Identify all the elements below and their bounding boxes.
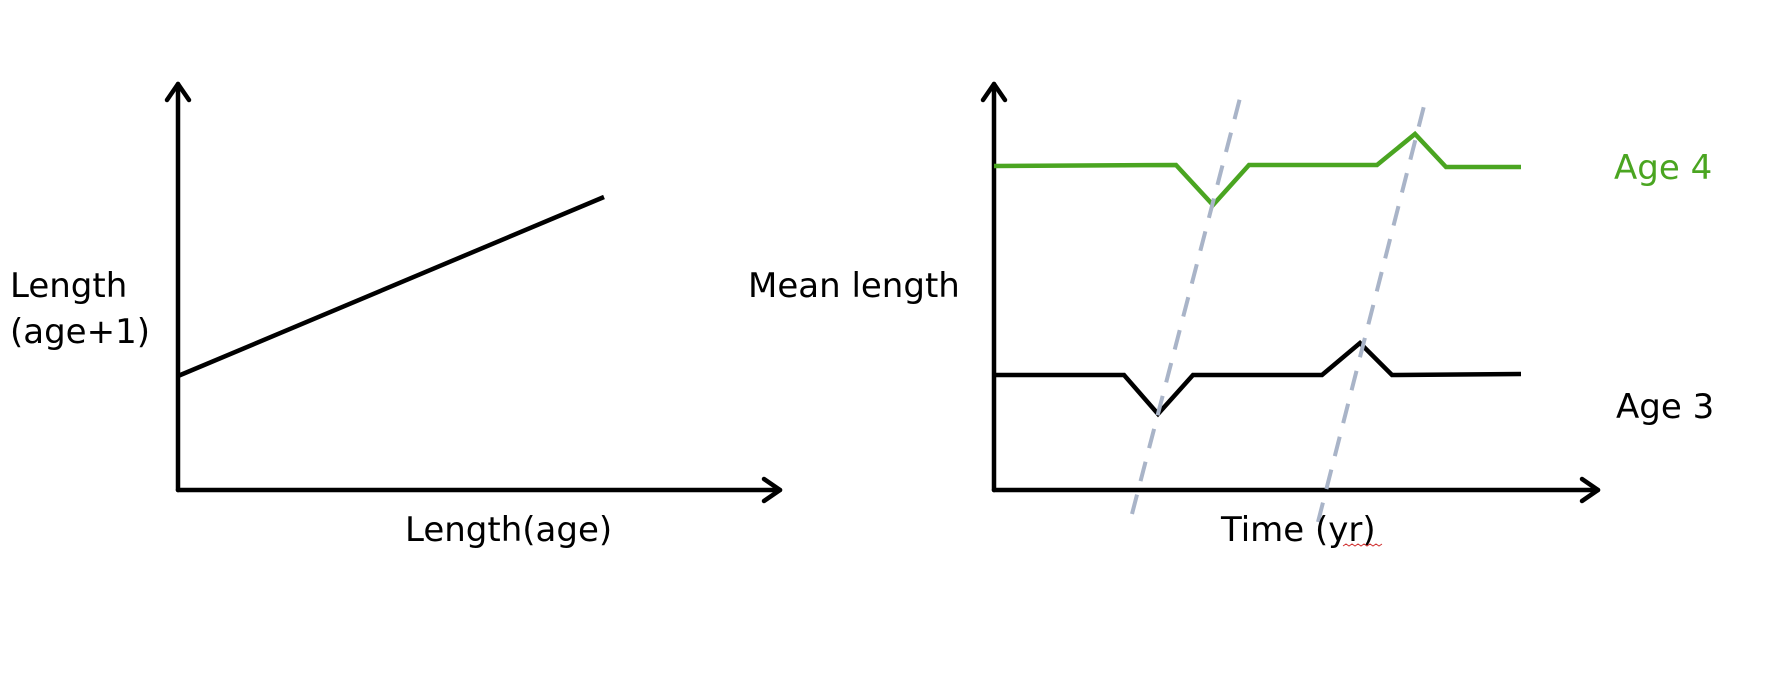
right-x-axis-arrowhead <box>1579 476 1601 504</box>
cohort-guide-2 <box>1316 105 1426 523</box>
right-x-label: Time (yr) <box>1220 510 1376 550</box>
right-y-label: Mean length <box>748 266 960 306</box>
age3-line <box>994 339 1522 418</box>
left-y-label-line2: (age+1) <box>10 312 150 352</box>
age4-line <box>993 130 1521 209</box>
left-y-axis-arrowhead <box>164 81 192 103</box>
left-x-label: Length(age) <box>405 510 612 550</box>
cohort-guide-1 <box>1130 97 1242 515</box>
left-x-axis-arrowhead <box>761 476 783 504</box>
age4-label: Age 4 <box>1614 148 1712 188</box>
age3-label: Age 3 <box>1616 387 1714 427</box>
right-panel: Mean length Time (yr) Age 4 Age 3 <box>748 81 1714 550</box>
left-panel: Length (age+1) Length(age) <box>10 81 783 550</box>
right-y-axis-arrowhead <box>980 81 1008 103</box>
spellcheck-underline <box>1342 543 1383 547</box>
left-y-label-line1: Length <box>10 266 127 306</box>
growth-line <box>177 194 605 379</box>
